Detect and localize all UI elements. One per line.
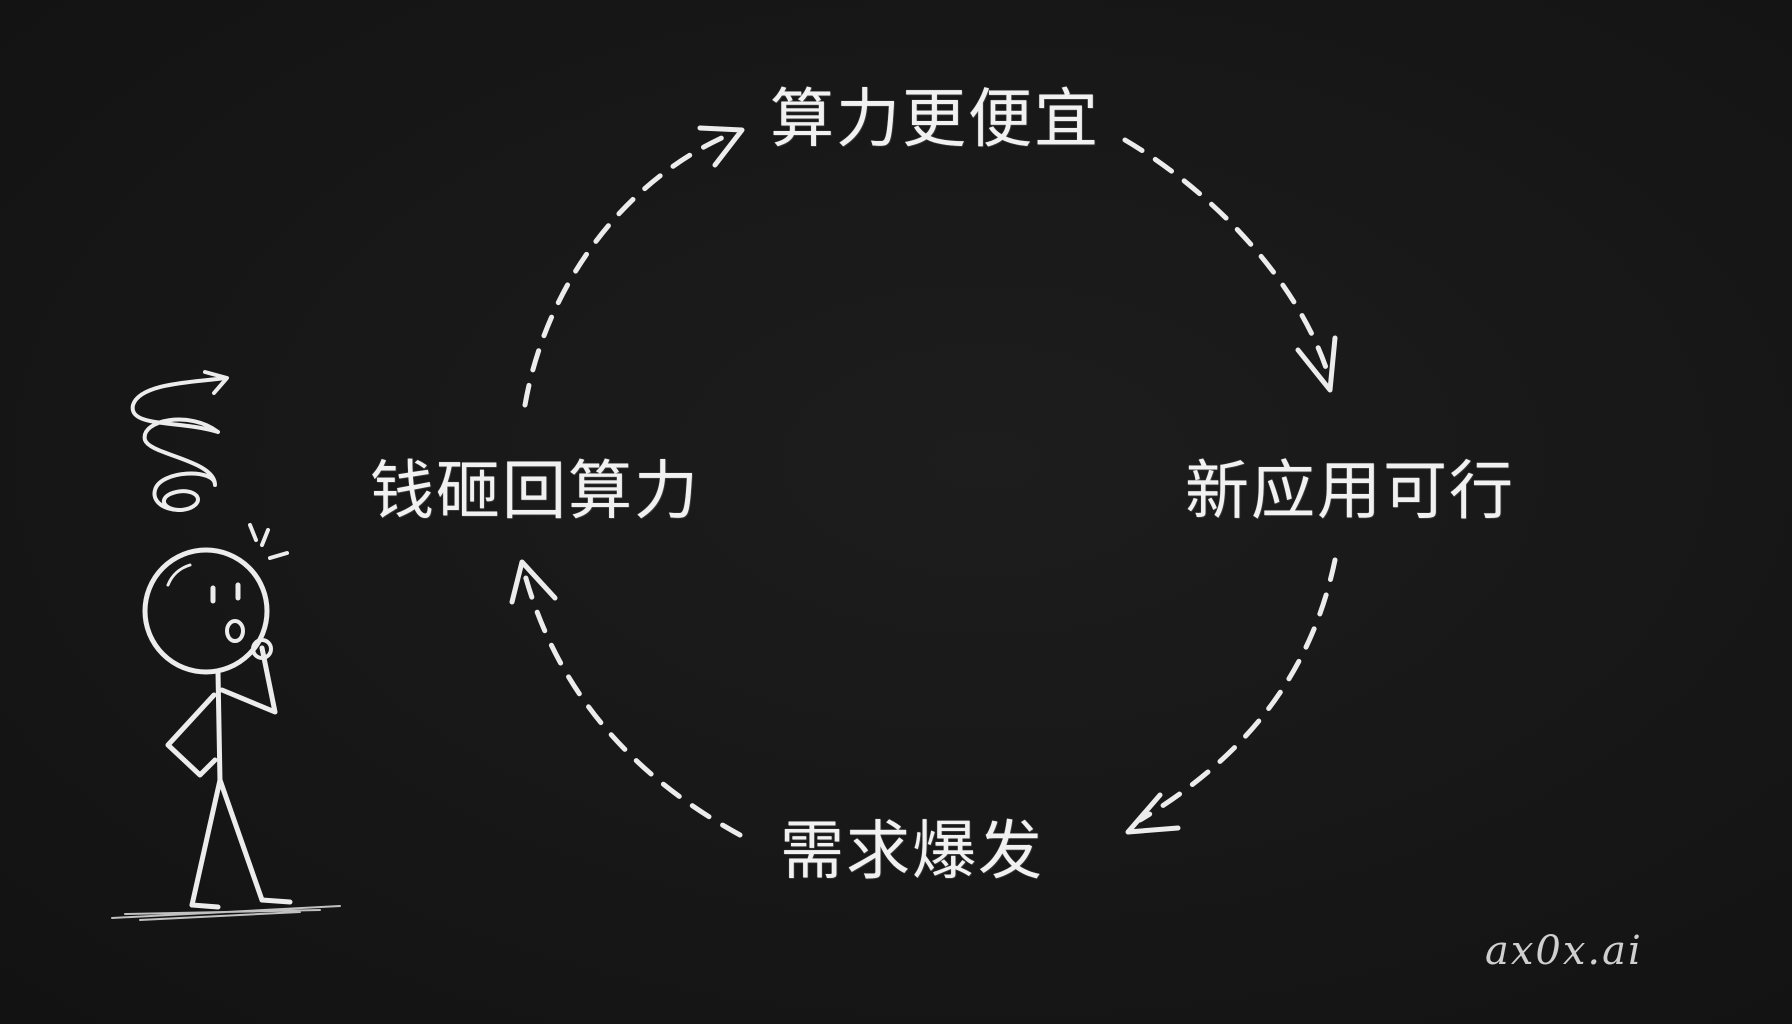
arrow-bottom-to-left (522, 572, 743, 838)
arrowhead-left-icon (509, 559, 558, 605)
arrow-right-to-bottom (1137, 557, 1338, 823)
node-new-apps-feasible: 新应用可行 (1185, 455, 1515, 529)
arrow-top-to-right (1122, 137, 1333, 383)
arrowhead-bottom-icon (1125, 792, 1181, 835)
arrowhead-right-icon (1295, 335, 1338, 393)
confused-stick-figure-icon (111, 370, 341, 921)
arrow-left-to-top (522, 129, 738, 408)
watermark: ax0x.ai (1485, 928, 1643, 974)
arrowhead-top-icon (697, 125, 745, 168)
node-money-back-to-compute: 钱砸回算力 (370, 455, 700, 529)
node-cheaper-compute: 算力更便宜 (770, 83, 1100, 157)
node-demand-explosion: 需求爆发 (780, 815, 1044, 889)
